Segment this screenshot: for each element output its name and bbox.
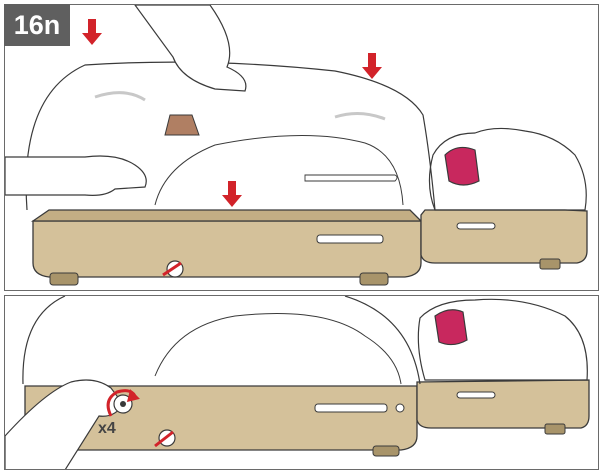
head-base	[417, 380, 589, 434]
neck-connector	[165, 115, 199, 135]
head-base	[421, 210, 587, 269]
bottom-illustration	[5, 296, 599, 470]
manikin-head	[418, 299, 587, 380]
hand-pressing-top	[135, 5, 246, 91]
down-arrow-icon	[222, 181, 242, 207]
top-panel	[4, 4, 599, 291]
repeat-count-label: x4	[98, 420, 116, 438]
manikin-head	[429, 128, 586, 210]
top-illustration	[5, 5, 599, 291]
hand-holding-side	[5, 156, 146, 195]
torso-base	[33, 210, 421, 285]
torso-shell	[23, 296, 420, 384]
down-arrow-icon	[82, 19, 102, 45]
down-arrow-icon	[362, 53, 382, 79]
step-number-badge: 16n	[4, 4, 70, 46]
bottom-panel	[4, 295, 599, 470]
